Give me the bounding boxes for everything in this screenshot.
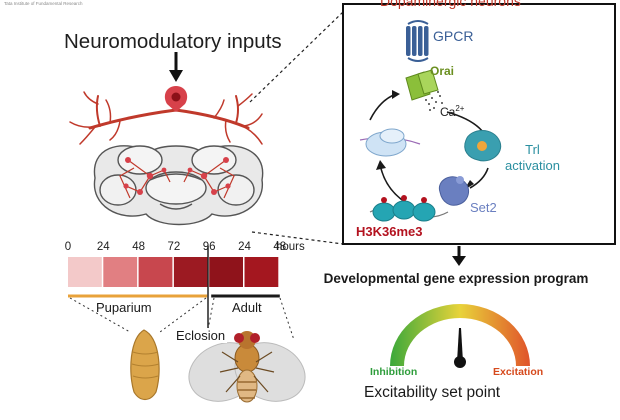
activation-label: activation <box>505 158 560 173</box>
calcium-label: Ca2+ <box>440 104 464 119</box>
excitation-label: Excitation <box>493 366 544 378</box>
trl-label: Trl <box>525 142 540 157</box>
set2-enzyme-icon <box>438 176 469 206</box>
timeline-bar <box>68 257 279 287</box>
calcium-charge: 2+ <box>455 104 465 113</box>
excitability-gauge <box>390 304 530 366</box>
brain-neurons-icon <box>119 159 235 199</box>
orai-channel-icon <box>405 69 439 101</box>
ribosome-icon <box>359 128 421 157</box>
gpcr-icon <box>406 20 429 62</box>
timeline-segment <box>103 257 138 287</box>
orai-label: Orai <box>430 64 455 78</box>
timeline-tick: 24 <box>238 241 251 253</box>
gauge-needle <box>454 328 466 368</box>
timeline-tick: 48 <box>132 241 145 253</box>
pupa-icon <box>130 329 160 401</box>
brain-cell-bodies-icon <box>123 157 231 195</box>
neuromodulatory-title: Neuromodulatory inputs <box>64 30 282 53</box>
h3k36me3-label: H3K36me3 <box>356 224 423 239</box>
input-arrow <box>169 52 183 82</box>
nucleosome-chain-icon <box>369 195 449 222</box>
eclosion-label: Eclosion <box>174 328 228 343</box>
timeline-segment <box>138 257 173 287</box>
puparium-label: Puparium <box>96 300 152 315</box>
timeline-segment <box>173 257 208 287</box>
adult-fly-icon <box>188 331 306 403</box>
set2-label: Set2 <box>470 200 497 215</box>
outcome-arrow <box>452 246 466 266</box>
calcium-ions-icon <box>425 91 443 111</box>
timeline-segment <box>209 257 243 287</box>
dopaminergic-title: Dopaminergic neurons <box>380 0 521 9</box>
timeline-segment <box>244 257 279 287</box>
gpcr-label: GPCR <box>433 28 474 44</box>
fly-brain-icon <box>93 145 264 226</box>
neuron-soma-icon <box>164 86 188 112</box>
setpoint-label: Excitability set point <box>364 384 501 401</box>
timeline-tick: 72 <box>167 241 181 253</box>
inhibition-label: Inhibition <box>370 366 418 378</box>
gene-program-label: Developmental gene expression program <box>323 271 589 286</box>
timeline-segment <box>68 257 102 287</box>
timeline-tick: 24 <box>96 241 110 253</box>
timeline-tick: 0 <box>64 241 72 253</box>
adult-label: Adult <box>232 300 262 315</box>
trl-protein-icon <box>464 130 502 162</box>
timeline-unit: hours <box>276 241 305 253</box>
timeline-tick: 48 <box>273 241 287 253</box>
credit-text: Tata Institute of Fundamental Research <box>4 1 83 6</box>
dopaminergic-neuron-panel <box>342 3 616 245</box>
timeline-tick: 96 <box>202 241 216 253</box>
calcium-symbol: Ca <box>440 105 456 119</box>
trl-activation-label: Trl activation <box>505 142 560 174</box>
